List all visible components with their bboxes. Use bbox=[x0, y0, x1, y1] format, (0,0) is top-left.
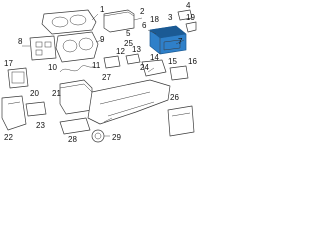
callout-7: 7 bbox=[178, 37, 183, 46]
small-bracket bbox=[177, 9, 197, 33]
callout-10: 10 bbox=[48, 63, 57, 72]
callout-12: 12 bbox=[116, 47, 125, 56]
callout-27: 27 bbox=[102, 73, 111, 82]
callout-17: 17 bbox=[4, 59, 13, 68]
callout-21: 21 bbox=[52, 89, 61, 98]
rear-panel bbox=[167, 105, 195, 137]
display-bezel bbox=[7, 67, 29, 89]
armrest-lid bbox=[103, 9, 135, 33]
callout-3: 3 bbox=[168, 13, 173, 22]
control-knob bbox=[91, 129, 105, 143]
callout-14: 14 bbox=[150, 53, 159, 62]
highlighted-console-box bbox=[149, 25, 187, 55]
side-panel-left bbox=[1, 95, 27, 131]
callout-22: 22 bbox=[4, 133, 13, 142]
cupholder-tray bbox=[41, 9, 97, 35]
callout-8: 8 bbox=[18, 37, 23, 46]
callout-25: 25 bbox=[124, 39, 133, 48]
callout-20: 20 bbox=[30, 89, 39, 98]
callout-26: 26 bbox=[170, 93, 179, 102]
callout-4: 4 bbox=[186, 1, 191, 10]
callout-11: 11 bbox=[92, 61, 101, 70]
leader-lines bbox=[22, 13, 185, 137]
console-body bbox=[87, 79, 171, 125]
callout-6: 6 bbox=[142, 21, 147, 30]
callout-18: 18 bbox=[150, 15, 159, 24]
callout-23: 23 bbox=[36, 121, 45, 130]
callout-9: 9 bbox=[100, 35, 105, 44]
wiring-harness bbox=[59, 65, 95, 73]
callout-15: 15 bbox=[168, 57, 177, 66]
callout-24: 24 bbox=[140, 63, 149, 72]
storage-bin bbox=[59, 79, 93, 115]
cup-holder-insert bbox=[55, 31, 99, 63]
small-tray bbox=[25, 101, 91, 135]
parts-diagram: 1 2 3 4 5 6 7 8 9 10 11 12 13 14 15 16 1… bbox=[1, 1, 197, 144]
callout-1: 1 bbox=[100, 5, 105, 14]
callout-2: 2 bbox=[140, 7, 145, 16]
callout-5: 5 bbox=[126, 29, 131, 38]
callout-28: 28 bbox=[68, 135, 77, 144]
callout-16: 16 bbox=[188, 57, 197, 66]
callout-29: 29 bbox=[112, 133, 121, 142]
callout-labels: 1 2 3 4 5 6 7 8 9 10 11 12 13 14 15 16 1… bbox=[4, 1, 197, 144]
callout-13: 13 bbox=[132, 45, 141, 54]
callout-19: 19 bbox=[186, 13, 195, 22]
switch-panel bbox=[29, 35, 57, 61]
mid-bracket bbox=[103, 53, 141, 69]
